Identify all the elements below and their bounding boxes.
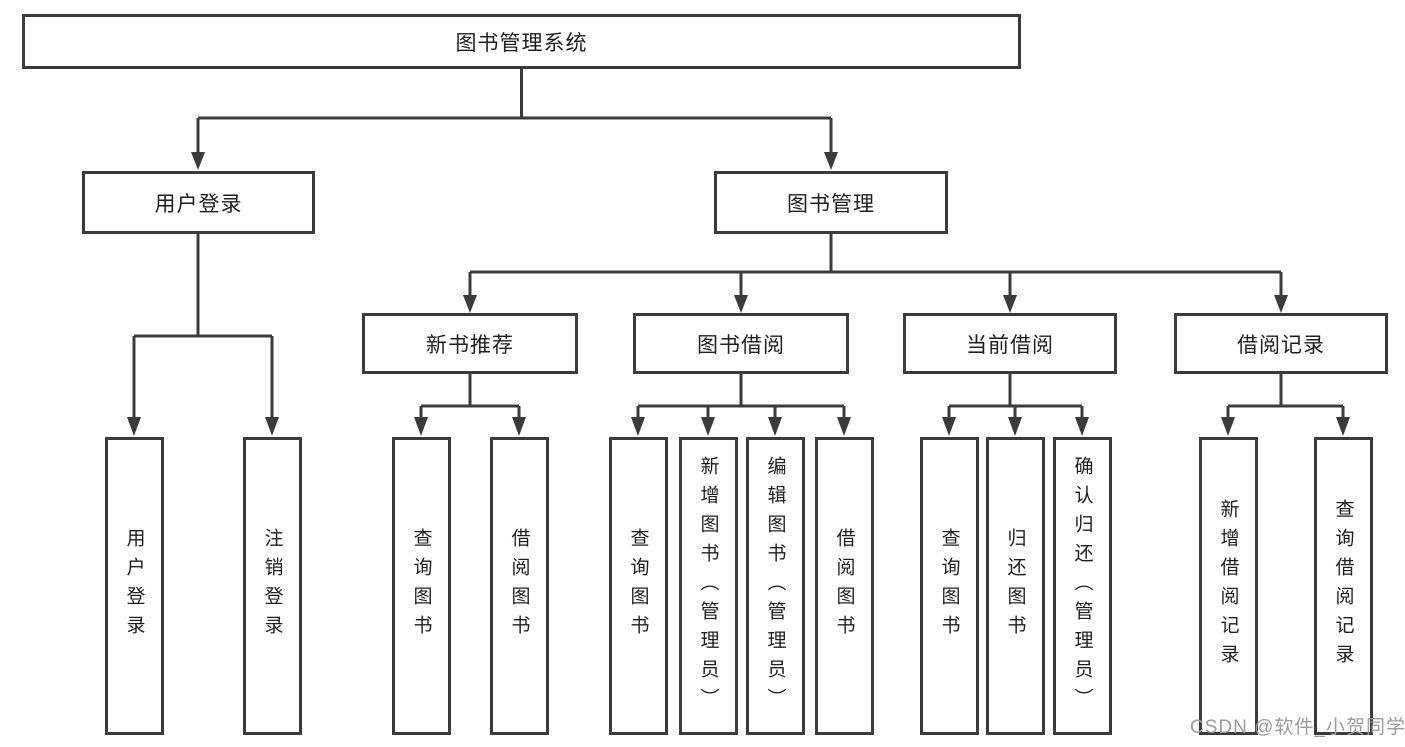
node-new-book-recommend: 新书推荐 [362, 313, 578, 374]
node-user-login: 用户登录 [82, 171, 315, 234]
node-book-management: 图书管理 [714, 171, 948, 234]
leaf-edit-books-admin: 编辑图书（管理员） [745, 437, 805, 735]
leaf-query-books-current: 查询图书 [919, 437, 979, 735]
leaf-borrow-books-recommend: 借阅图书 [489, 437, 549, 735]
leaf-confirm-return-admin: 确认归还（管理员） [1052, 437, 1112, 735]
leaf-return-books: 归还图书 [985, 437, 1045, 735]
leaf-user-login: 用户登录 [104, 437, 164, 735]
leaf-borrow-books: 借阅图书 [814, 437, 874, 735]
leaf-add-borrow-record: 新增借阅记录 [1198, 437, 1258, 735]
node-book-borrow: 图书借阅 [633, 313, 849, 374]
arrowheads [127, 152, 1350, 436]
leaf-add-books-admin: 新增图书（管理员） [678, 437, 738, 735]
csdn-watermark: CSDN @软件_小贺同学 [1190, 717, 1405, 738]
node-borrow-records: 借阅记录 [1174, 313, 1388, 374]
leaf-query-books-recommend: 查询图书 [391, 437, 451, 735]
node-current-borrow: 当前借阅 [903, 313, 1117, 374]
leaf-query-books-borrow: 查询图书 [608, 437, 668, 735]
node-root-system: 图书管理系统 [22, 14, 1021, 69]
leaf-query-borrow-record: 查询借阅记录 [1313, 437, 1373, 735]
leaf-logout: 注销登录 [242, 437, 302, 735]
